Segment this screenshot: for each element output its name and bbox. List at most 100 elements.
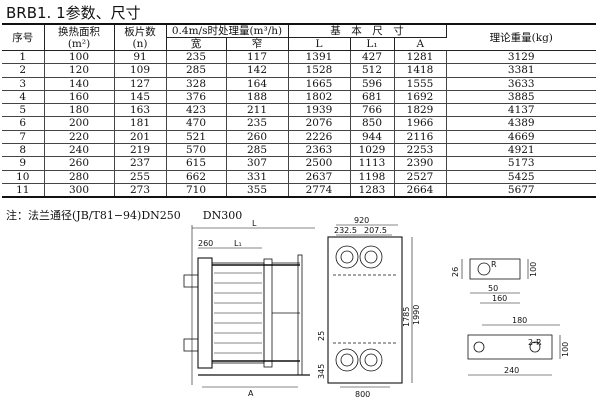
table-cell: 280 [44,170,115,184]
dim-R: R [491,260,497,269]
table-cell: 6 [2,116,45,131]
table-cell: 4921 [507,144,535,157]
table-cell: 662 [166,170,227,184]
table-cell: 2 [2,63,45,78]
table-cell: 188 [226,90,289,104]
table-cell: 1665 [288,77,351,91]
table-cell: 260 [44,156,115,171]
table-cell: 4137 [507,104,535,117]
table-cell: 140 [44,77,115,91]
table-cell: 1966 [394,116,447,131]
table-cell: 355 [226,183,289,198]
table-cell: 944 [350,130,395,144]
spec-table: 序号 换热面积(m²) 板片数(n) 0.4m/s时处理量(m³/h) 基 本 … [2,23,597,198]
front-view [327,224,413,388]
dim-2R: 2-R [528,338,542,347]
dim-800: 800 [355,390,370,399]
table-cell: 1418 [394,63,447,78]
table-cell: 1283 [350,183,395,198]
technical-drawing: L 260 L₁ A 920 232.5 207.5 1785 1990 345… [183,216,570,399]
table-cell: 1391 [288,50,351,64]
table-cell: 120 [44,63,115,78]
table-cell: 307 [226,156,289,171]
col-A: A [394,37,447,51]
dim-50: 50 [488,284,498,293]
table-cell: 1692 [394,90,447,104]
table-cell: 235 [166,50,227,64]
table-cell: 145 [114,90,167,104]
side-view [183,225,315,388]
table-cell: 3633 [507,77,535,90]
table-cell: 4 [2,90,45,104]
dim-L1: L₁ [234,239,242,248]
col-flow: 0.4m/s时处理量(m³/h) [166,23,289,38]
table-cell: 2253 [394,143,447,157]
dim-207: 207.5 [364,226,387,235]
table-cell: 181 [114,116,167,131]
table-cell: 5677 [507,183,535,196]
col-plates: 板片数(n) [114,23,167,51]
table-cell: 8 [2,143,45,157]
table-cell: 1802 [288,90,351,104]
table-cell: 3381 [507,64,535,77]
table-cell: 220 [44,130,115,144]
table-cell: 2637 [288,170,351,184]
table-cell: 211 [226,103,289,117]
table-cell: 2390 [394,156,447,171]
table-cell: 237 [114,156,167,171]
table-cell: 260 [226,130,289,144]
table-cell: 1 [2,50,45,64]
table-cell: 3885 [507,90,535,103]
table-cell: 255 [114,170,167,184]
col-wide: 宽 [166,37,227,51]
dim-160: 160 [492,294,507,303]
page-title: BRB1. 1参数、尺寸 [6,4,141,22]
table-cell: 240 [44,143,115,157]
table-cell: 1555 [394,77,447,91]
table-cell: 1281 [394,50,447,64]
dim-1785: 1785 [402,307,411,327]
dim-26: 26 [451,267,460,277]
table-cell: 201 [114,130,167,144]
detail-1 [461,258,529,304]
table-cell: 9 [2,156,45,171]
table-cell: 570 [166,143,227,157]
detail-2 [467,324,561,376]
table-cell: 300 [44,183,115,198]
col-index: 序号 [2,23,45,51]
table-cell: 219 [114,143,167,157]
table-cell: 1198 [350,170,395,184]
table-cell: 615 [166,156,227,171]
table-cell: 710 [166,183,227,198]
table-cell: 163 [114,103,167,117]
table-cell: 160 [44,90,115,104]
table-cell: 331 [226,170,289,184]
table-cell: 521 [166,130,227,144]
table-cell: 1029 [350,143,395,157]
col-area: 换热面积(m²) [44,23,115,51]
dim-A: A [248,389,254,398]
table-cell: 512 [350,63,395,78]
table-cell: 2116 [394,130,447,144]
table-cell: 2500 [288,156,351,171]
dim-100-a: 100 [529,262,538,277]
dim-100-b: 100 [561,342,570,357]
table-cell: 1939 [288,103,351,117]
table-cell: 3129 [507,51,535,63]
table-cell: 376 [166,90,227,104]
table-cell: 127 [114,77,167,91]
table-cell: 1829 [394,103,447,117]
table-cell: 4669 [507,130,535,143]
table-cell: 2076 [288,116,351,131]
table-cell: 2527 [394,170,447,184]
dim-25: 25 [317,331,326,341]
